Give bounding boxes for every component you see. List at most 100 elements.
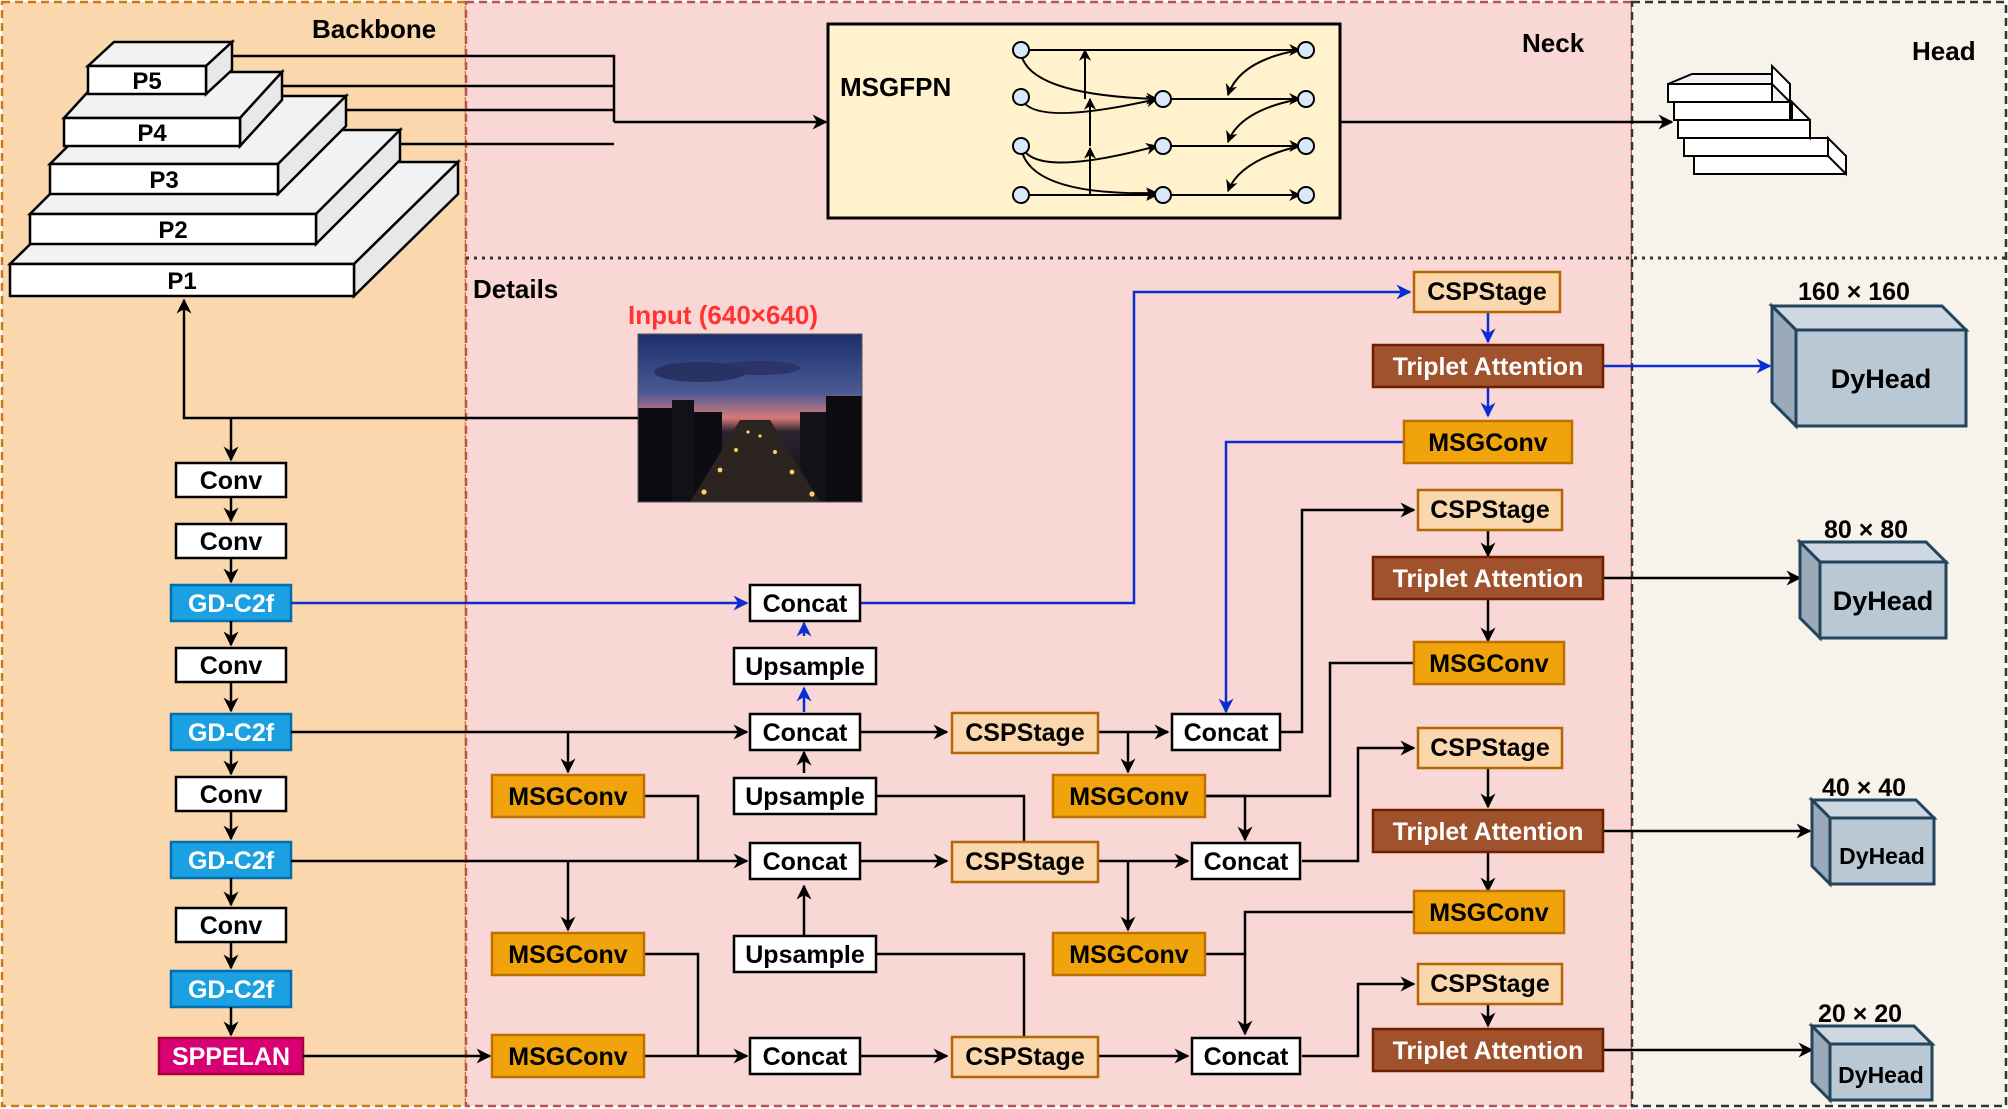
cspstage-node bbox=[950, 1035, 1100, 1079]
pyramid-level-p5: P5 bbox=[132, 68, 161, 95]
cspstage-node bbox=[950, 711, 1100, 755]
concat-node bbox=[748, 712, 862, 752]
triplet-attention-nodes: Triplet Attention Triplet Attention Trip… bbox=[1371, 343, 1605, 1073]
feature-pyramid bbox=[6, 39, 462, 299]
cspstage-nodes: CSPStage CSPStage CSPStage CSPStage CSPS… bbox=[950, 270, 1564, 1079]
cspstage-node bbox=[950, 840, 1100, 884]
pyramid-level-p2: P2 bbox=[158, 217, 187, 244]
triplet-attention-node bbox=[1371, 1027, 1605, 1073]
pyramid-level-p1: P1 bbox=[167, 268, 196, 295]
upsample-label: Upsample bbox=[745, 653, 865, 681]
backbone-conv-1: Conv bbox=[200, 467, 263, 495]
msgconv-label: MSGConv bbox=[1429, 899, 1549, 927]
input-label: Input (640×640) bbox=[628, 300, 818, 330]
pyramid-fpn-links bbox=[232, 54, 1674, 146]
backbone-conv-5: Conv bbox=[200, 912, 263, 940]
cspstage-label: CSPStage bbox=[965, 1043, 1085, 1071]
triplet-attention-label: Triplet Attention bbox=[1393, 565, 1584, 593]
head-title: Head bbox=[1912, 36, 1976, 66]
msgconv-node bbox=[490, 1033, 646, 1079]
triplet-attention-node bbox=[1371, 555, 1605, 601]
triplet-attention-node bbox=[1371, 808, 1605, 854]
upsample-label: Upsample bbox=[745, 941, 865, 969]
upsample-node bbox=[732, 646, 878, 686]
head-size-160: 160 × 160 bbox=[1798, 278, 1910, 306]
backbone-title: Backbone bbox=[312, 14, 436, 44]
msgconv-node bbox=[1051, 773, 1207, 819]
backbone-conv-4: Conv bbox=[200, 781, 263, 809]
concat-label: Concat bbox=[763, 719, 848, 747]
cspstage-label: CSPStage bbox=[1430, 734, 1550, 762]
backbone-layers: Conv Conv GD-C2f Conv GD-C2f Conv GD-C2f… bbox=[157, 461, 305, 1076]
upsample-nodes: Upsample Upsample Upsample bbox=[732, 646, 878, 974]
upsample-node bbox=[732, 776, 878, 816]
msgconv-label: MSGConv bbox=[1069, 783, 1189, 811]
triplet-attention-label: Triplet Attention bbox=[1393, 1037, 1584, 1065]
neck-title: Neck bbox=[1522, 28, 1585, 58]
backbone-gdc2f-2: GD-C2f bbox=[188, 719, 275, 747]
cspstage-label: CSPStage bbox=[1427, 278, 1547, 306]
concat-label: Concat bbox=[1204, 1043, 1289, 1071]
detail-links-blue bbox=[291, 284, 1772, 714]
backbone-conv-2: Conv bbox=[200, 528, 263, 556]
concat-label: Concat bbox=[763, 590, 848, 618]
msgconv-nodes: MSGConv MSGConv MSGConv MSGConv MSGConv … bbox=[490, 419, 1574, 1079]
input-image bbox=[637, 333, 863, 503]
pyramid-level-p3: P3 bbox=[149, 167, 178, 194]
pyramid-level-p4: P4 bbox=[137, 120, 167, 147]
backbone-gdc2f-1: GD-C2f bbox=[188, 590, 275, 618]
dyhead-label: DyHead bbox=[1833, 586, 1934, 616]
dyhead-nodes: 160 × 160 DyHead 80 × 80 DyHead 40 × 40 … bbox=[1768, 278, 1970, 1104]
backbone-gdc2f-3: GD-C2f bbox=[188, 847, 275, 875]
triplet-attention-label: Triplet Attention bbox=[1393, 818, 1584, 846]
msgconv-label: MSGConv bbox=[1429, 650, 1549, 678]
cspstage-label: CSPStage bbox=[1430, 970, 1550, 998]
msgconv-node bbox=[1051, 931, 1207, 977]
msgconv-node bbox=[490, 931, 646, 977]
concat-label: Concat bbox=[1184, 719, 1269, 747]
upsample-node bbox=[732, 934, 878, 974]
head-size-40: 40 × 40 bbox=[1822, 774, 1906, 802]
dyhead-label: DyHead bbox=[1839, 843, 1925, 869]
msgconv-node bbox=[1412, 640, 1566, 686]
backbone-sppelan: SPPELAN bbox=[172, 1043, 290, 1071]
msgconv-label: MSGConv bbox=[508, 1043, 628, 1071]
concat-label: Concat bbox=[763, 848, 848, 876]
input-links bbox=[176, 298, 638, 462]
concat-node bbox=[748, 1036, 862, 1076]
msgconv-node bbox=[490, 773, 646, 819]
dyhead-label: DyHead bbox=[1838, 1062, 1924, 1088]
concat-label: Concat bbox=[1204, 848, 1289, 876]
cspstage-node bbox=[1416, 726, 1564, 770]
cspstage-label: CSPStage bbox=[965, 848, 1085, 876]
msgconv-label: MSGConv bbox=[1069, 941, 1189, 969]
msgconv-label: MSGConv bbox=[508, 941, 628, 969]
upsample-label: Upsample bbox=[745, 783, 865, 811]
msgconv-label: MSGConv bbox=[1428, 429, 1548, 457]
dyhead-label: DyHead bbox=[1831, 364, 1932, 394]
backbone-conv-3: Conv bbox=[200, 652, 263, 680]
cspstage-node bbox=[1416, 488, 1564, 532]
triplet-attention-node bbox=[1371, 343, 1605, 389]
msgconv-node bbox=[1412, 889, 1566, 935]
head-size-20: 20 × 20 bbox=[1818, 1000, 1902, 1028]
cspstage-label: CSPStage bbox=[965, 719, 1085, 747]
backbone-gdc2f-4: GD-C2f bbox=[188, 976, 275, 1004]
cspstage-label: CSPStage bbox=[1430, 496, 1550, 524]
details-title: Details bbox=[473, 274, 558, 304]
concat-label: Concat bbox=[763, 1043, 848, 1071]
msgconv-label: MSGConv bbox=[508, 783, 628, 811]
concat-nodes: Concat Concat Concat Concat Concat Conca… bbox=[748, 583, 1302, 1076]
detail-links-black bbox=[291, 502, 1814, 1064]
msgconv-node bbox=[1402, 419, 1574, 465]
feature-stack-icon bbox=[1667, 63, 1847, 177]
concat-node bbox=[748, 841, 862, 881]
msgfpn-block: MSGFPN bbox=[826, 22, 1342, 220]
msgfpn-label: MSGFPN bbox=[840, 72, 951, 102]
cspstage-node bbox=[1416, 962, 1564, 1006]
concat-node bbox=[1190, 1036, 1302, 1076]
concat-node bbox=[1190, 841, 1302, 881]
concat-node bbox=[748, 583, 862, 623]
head-size-80: 80 × 80 bbox=[1824, 516, 1908, 544]
